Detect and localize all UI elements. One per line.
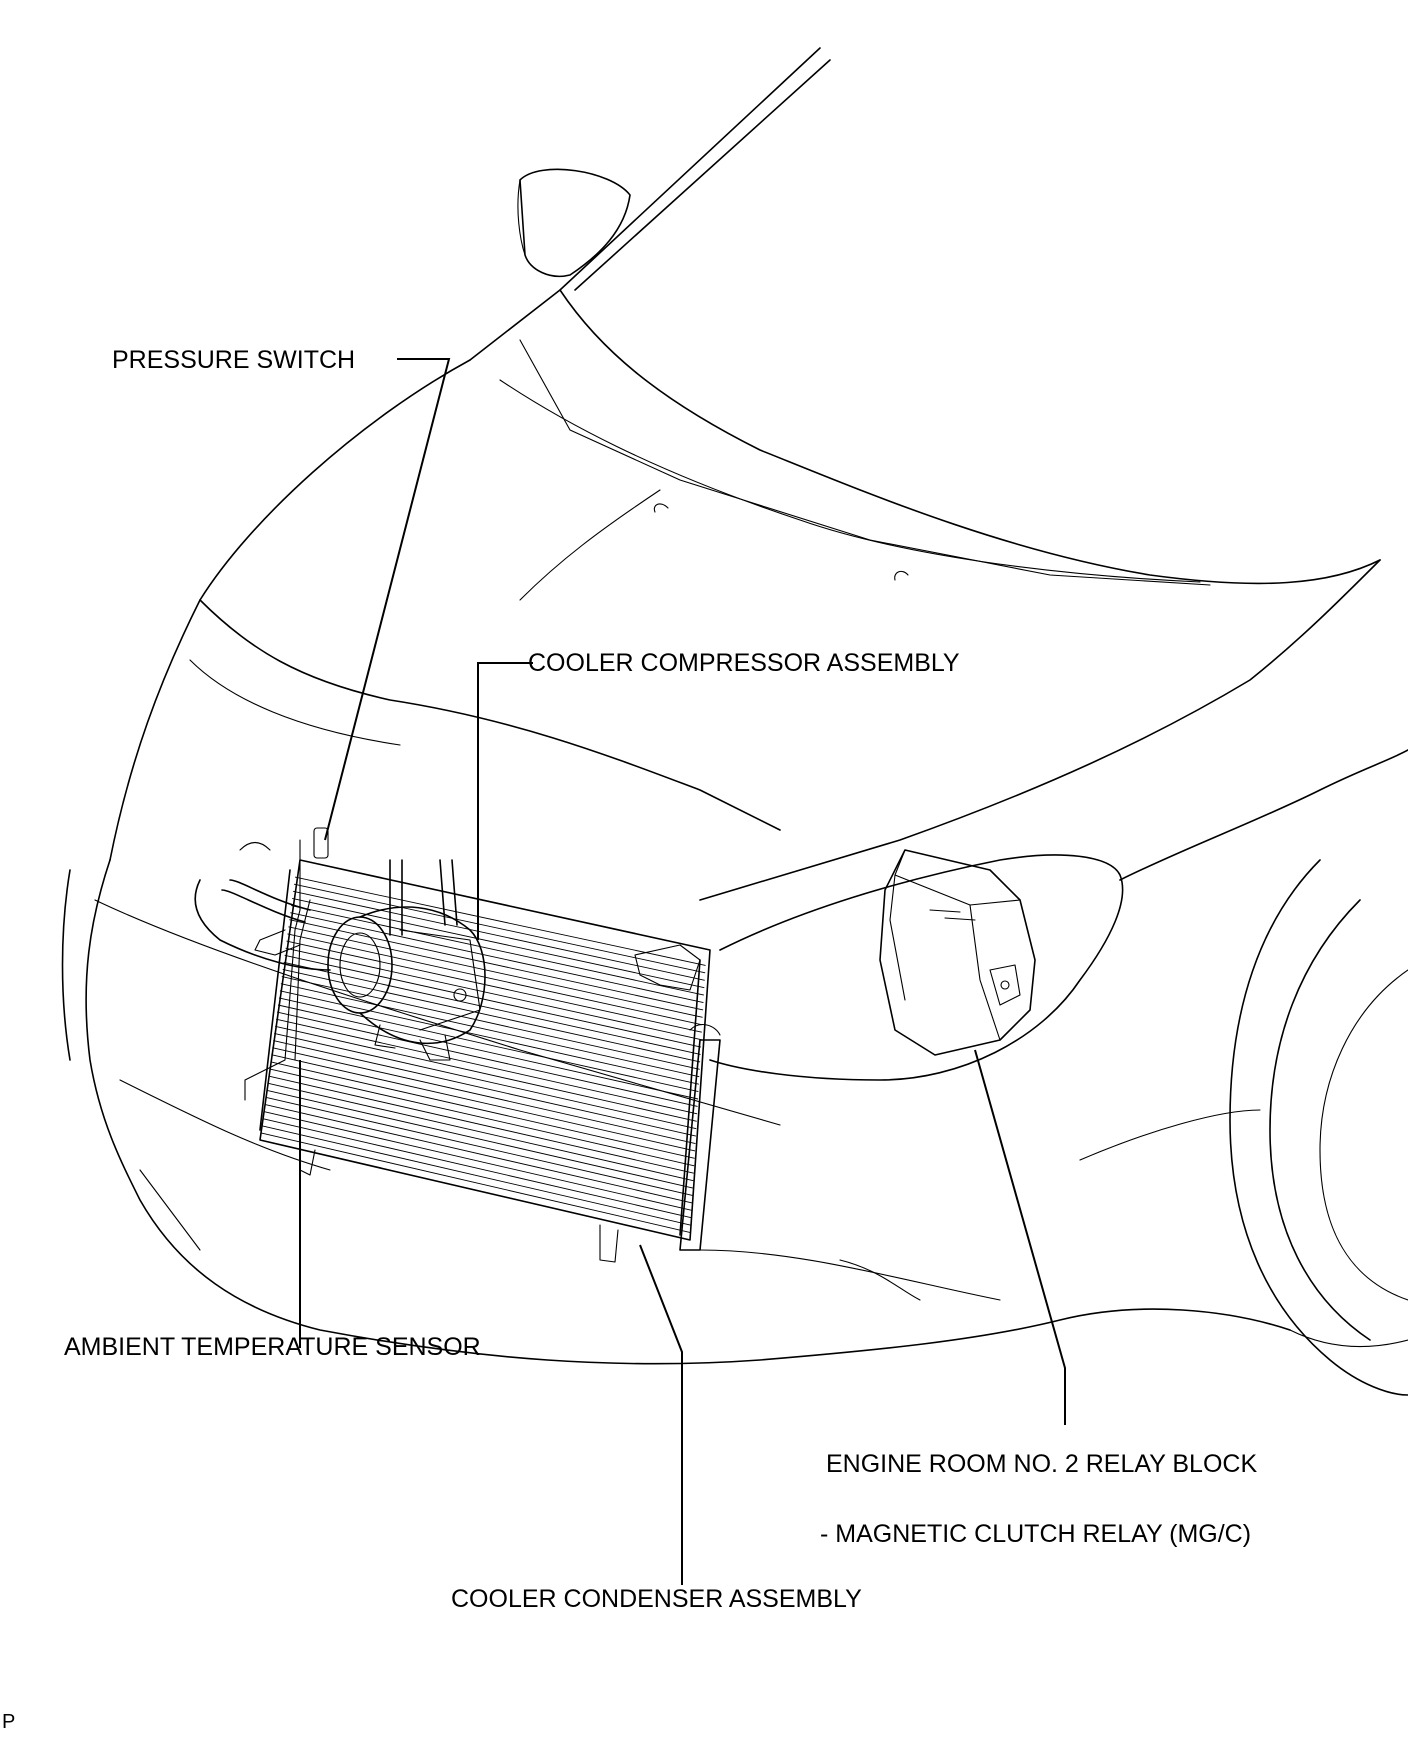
condenser-drawing	[260, 860, 720, 1262]
ambient-temperature-sensor-label: AMBIENT TEMPERATURE SENSOR	[64, 1335, 481, 1360]
corner-mark: P	[2, 1712, 15, 1732]
leader-lines	[300, 359, 1065, 1585]
pressure-switch-label: PRESSURE SWITCH	[112, 348, 355, 373]
relay-block-drawing	[880, 850, 1035, 1055]
cooler-compressor-label: COOLER COMPRESSOR ASSEMBLY	[528, 651, 960, 676]
magnetic-clutch-relay-label: - MAGNETIC CLUTCH RELAY (MG/C)	[820, 1522, 1251, 1547]
car-body-outline	[63, 48, 1408, 1395]
engine-room-relay-block-label: ENGINE ROOM NO. 2 RELAY BLOCK	[826, 1452, 1257, 1477]
cooler-condenser-label: COOLER CONDENSER ASSEMBLY	[451, 1587, 862, 1612]
